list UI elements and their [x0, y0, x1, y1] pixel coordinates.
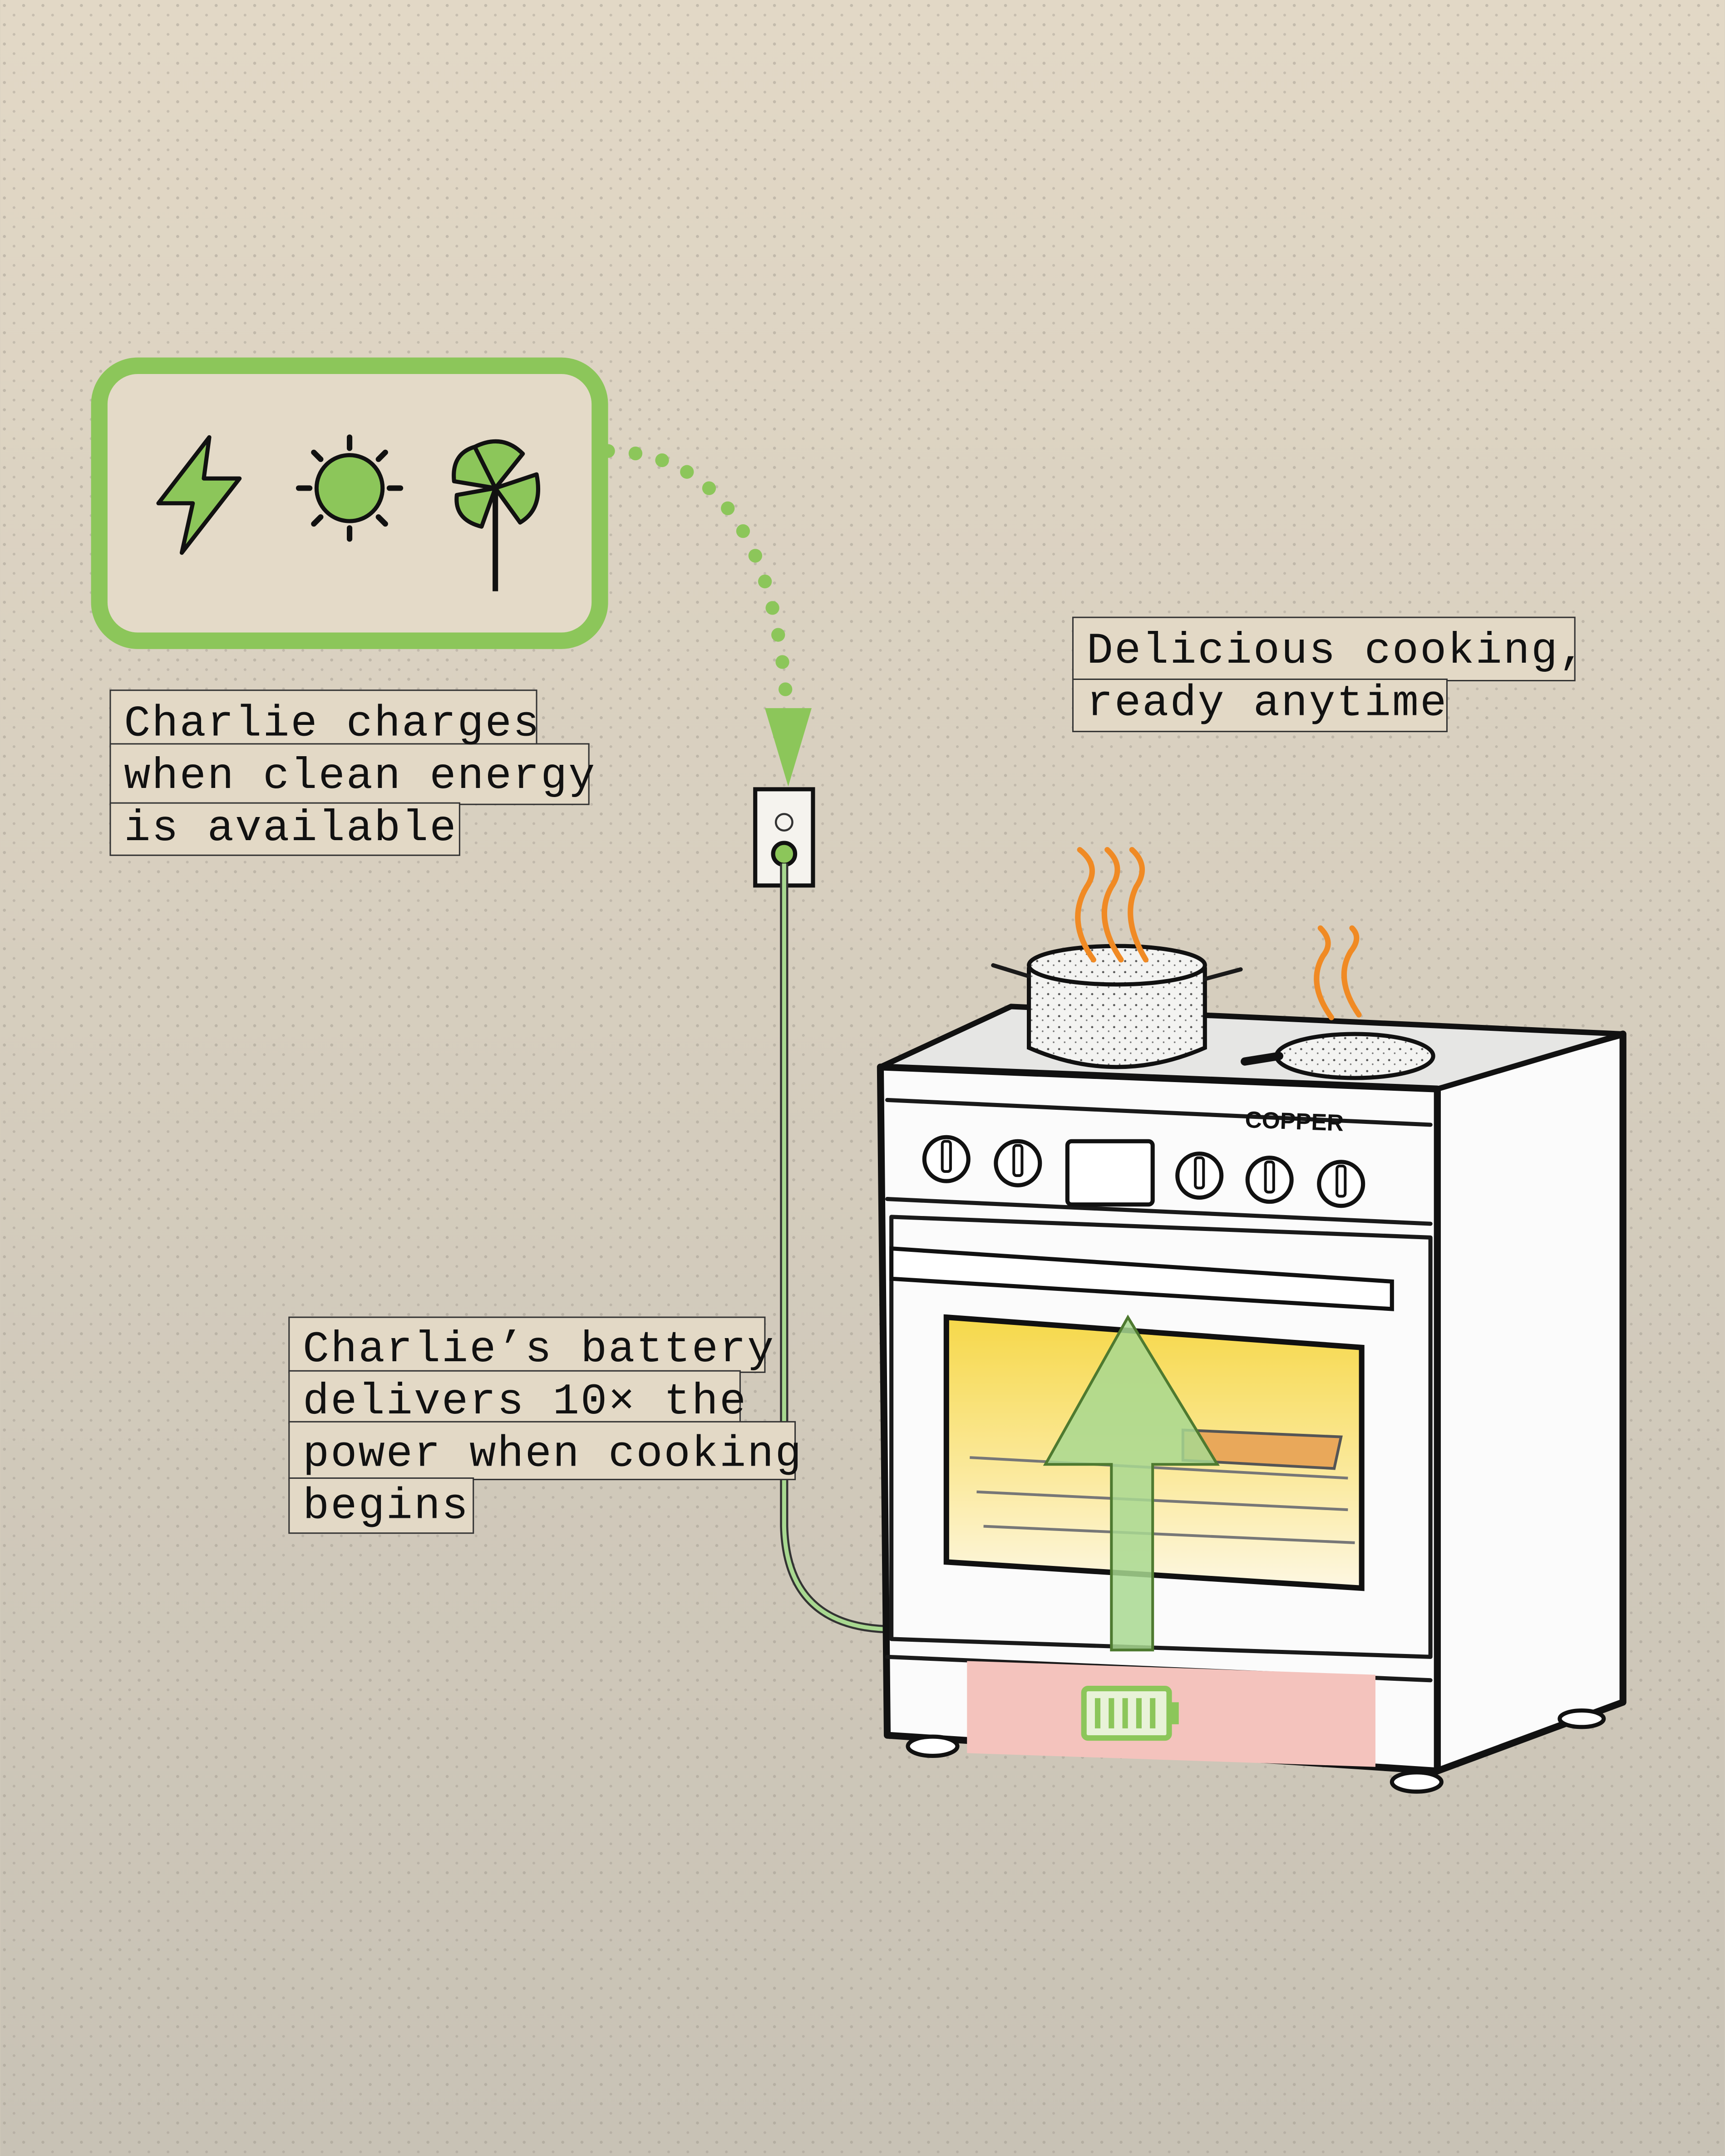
sun-icon: [296, 434, 404, 542]
energy-flow-arrowhead: [764, 708, 812, 787]
wind-pinwheel-icon: [452, 439, 540, 591]
frying-pan: [1241, 1032, 1435, 1080]
burner-knob[interactable]: [994, 1139, 1042, 1187]
energy-flow-dotted-path: [601, 444, 794, 715]
cooking-label: Delicious cooking, ready anytime: [1072, 616, 1587, 733]
power-arrow: [1043, 1314, 1220, 1652]
burner-knob[interactable]: [922, 1135, 971, 1183]
svg-text:ready anytime: ready anytime: [1087, 679, 1448, 729]
cooking-pot: [991, 944, 1243, 1069]
svg-text:Delicious cooking,: Delicious cooking,: [1087, 626, 1587, 676]
charging-label: Charlie charges when clean energy is ava…: [109, 689, 596, 856]
svg-text:Charlie’s battery: Charlie’s battery: [303, 1325, 775, 1375]
burner-knob[interactable]: [1245, 1156, 1294, 1204]
electric-stove: COPPER: [877, 1004, 1626, 1794]
svg-text:begins: begins: [303, 1482, 469, 1531]
control-display[interactable]: [1065, 1139, 1155, 1207]
clean-energy-box: [91, 357, 608, 649]
svg-text:delivers 10× the: delivers 10× the: [303, 1377, 747, 1427]
svg-text:is available: is available: [124, 804, 457, 854]
svg-text:power when cooking: power when cooking: [303, 1429, 803, 1479]
brand-logo: COPPER: [1245, 1106, 1344, 1136]
oven-door-handle[interactable]: [889, 1246, 1394, 1311]
lightning-bolt-icon: [156, 435, 242, 555]
steam-icon: [1075, 847, 1362, 1020]
svg-text:Charlie charges: Charlie charges: [124, 699, 541, 749]
burner-knob[interactable]: [1317, 1160, 1365, 1208]
battery-label: Charlie’s battery delivers 10× the power…: [288, 1316, 803, 1534]
battery-icon: [1081, 1685, 1179, 1741]
burner-knob[interactable]: [1175, 1152, 1224, 1200]
svg-text:when clean energy: when clean energy: [124, 752, 596, 802]
